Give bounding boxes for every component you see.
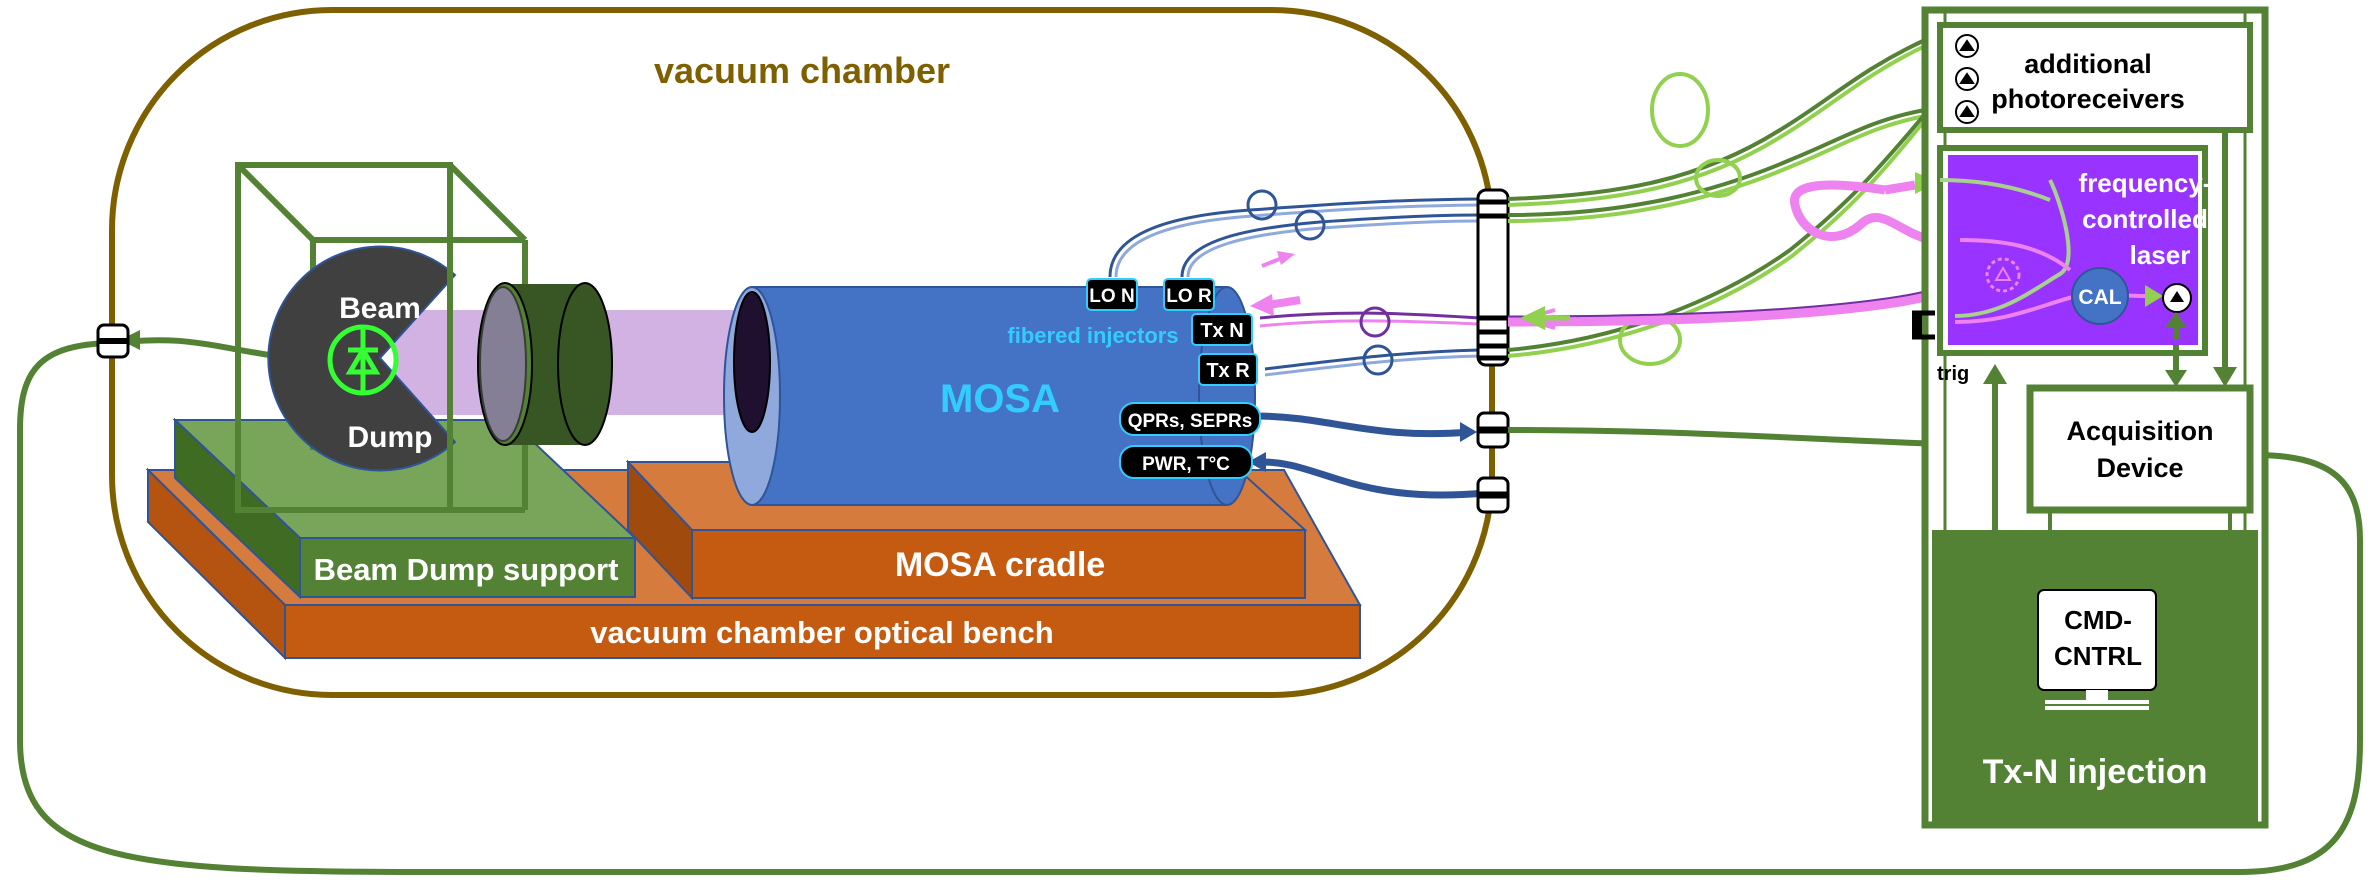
svg-text:LO R: LO R: [1166, 286, 1212, 307]
port-lo-r: LO R: [1163, 278, 1215, 311]
photoreceiver-icons: [1955, 34, 1979, 124]
svg-text:Tx N: Tx N: [1200, 320, 1243, 342]
lo-fibers: [1108, 189, 1481, 278]
acquisition-device-box: [2026, 384, 2254, 514]
port-tx-n: Tx N: [1191, 313, 1253, 346]
bench-label: vacuum chamber optical bench: [590, 615, 1053, 650]
collimator: [477, 282, 613, 446]
injection-arrows: [1250, 251, 1301, 316]
mosa-cradle-label: MOSA cradle: [895, 546, 1105, 584]
beam-dump-support-label: Beam Dump support: [314, 552, 619, 587]
cmd-label-1: CMD-: [2064, 605, 2132, 635]
svg-text:LO N: LO N: [1089, 286, 1134, 307]
external-tx-fiber: [1507, 180, 1989, 330]
fibered-injectors-label: fibered injectors: [1007, 323, 1178, 348]
additional-label-1: additional: [2024, 49, 2152, 79]
svg-text:Tx R: Tx R: [1206, 360, 1250, 382]
laser-label-3: laser: [2130, 240, 2191, 270]
mosa-label: MOSA: [940, 377, 1060, 421]
port-qprs: QPRs, SEPRs: [1119, 402, 1261, 436]
cal-label: CAL: [2078, 286, 2121, 309]
port-lo-n: LO N: [1086, 278, 1138, 311]
laser-box: [1948, 155, 2198, 345]
port-pwr: PWR, T°C: [1119, 445, 1253, 479]
acquisition-label-1: Acquisition: [2067, 416, 2214, 446]
additional-label-2: photoreceivers: [1991, 84, 2185, 114]
electrical-feedthrough: [1476, 411, 1510, 514]
trig-label: trig: [1937, 363, 1969, 385]
svg-text:PWR, T°C: PWR, T°C: [1142, 454, 1230, 475]
vacuum-chamber-title: vacuum chamber: [654, 50, 950, 91]
cmd-cntrl-monitor-icon: [2037, 589, 2157, 710]
rack-footer-title: Tx-N injection: [1983, 753, 2208, 791]
glass-box-front: [235, 162, 528, 513]
external-lo-fibers: [1507, 38, 1927, 366]
signal-cables: [1254, 412, 1486, 499]
laser-label-1: frequency-: [2079, 168, 2212, 198]
beam-dump-label-top: Beam: [339, 292, 421, 325]
laser-photodiode-icon: [2162, 283, 2192, 313]
acquisition-label-2: Device: [2096, 453, 2183, 483]
additional-photoreceivers-box: [1937, 22, 2253, 133]
cal-icon: [2071, 267, 2129, 325]
pink-photodiode-icon: [1985, 257, 2021, 293]
trig-connector: [1912, 310, 1935, 340]
fiber-feedthrough: [1476, 188, 1510, 367]
laser-label-2: controlled: [2082, 204, 2208, 234]
tx-fibers: [1259, 306, 1481, 377]
beam-dump-label-bottom: Dump: [348, 421, 433, 454]
port-tx-r: Tx R: [1198, 353, 1258, 386]
cmd-label-2: CNTRL: [2054, 641, 2142, 671]
ground-cable-loop: [17, 340, 2363, 875]
svg-text:QPRs, SEPRs: QPRs, SEPRs: [1128, 411, 1253, 432]
photodiode-icon: [327, 324, 399, 396]
